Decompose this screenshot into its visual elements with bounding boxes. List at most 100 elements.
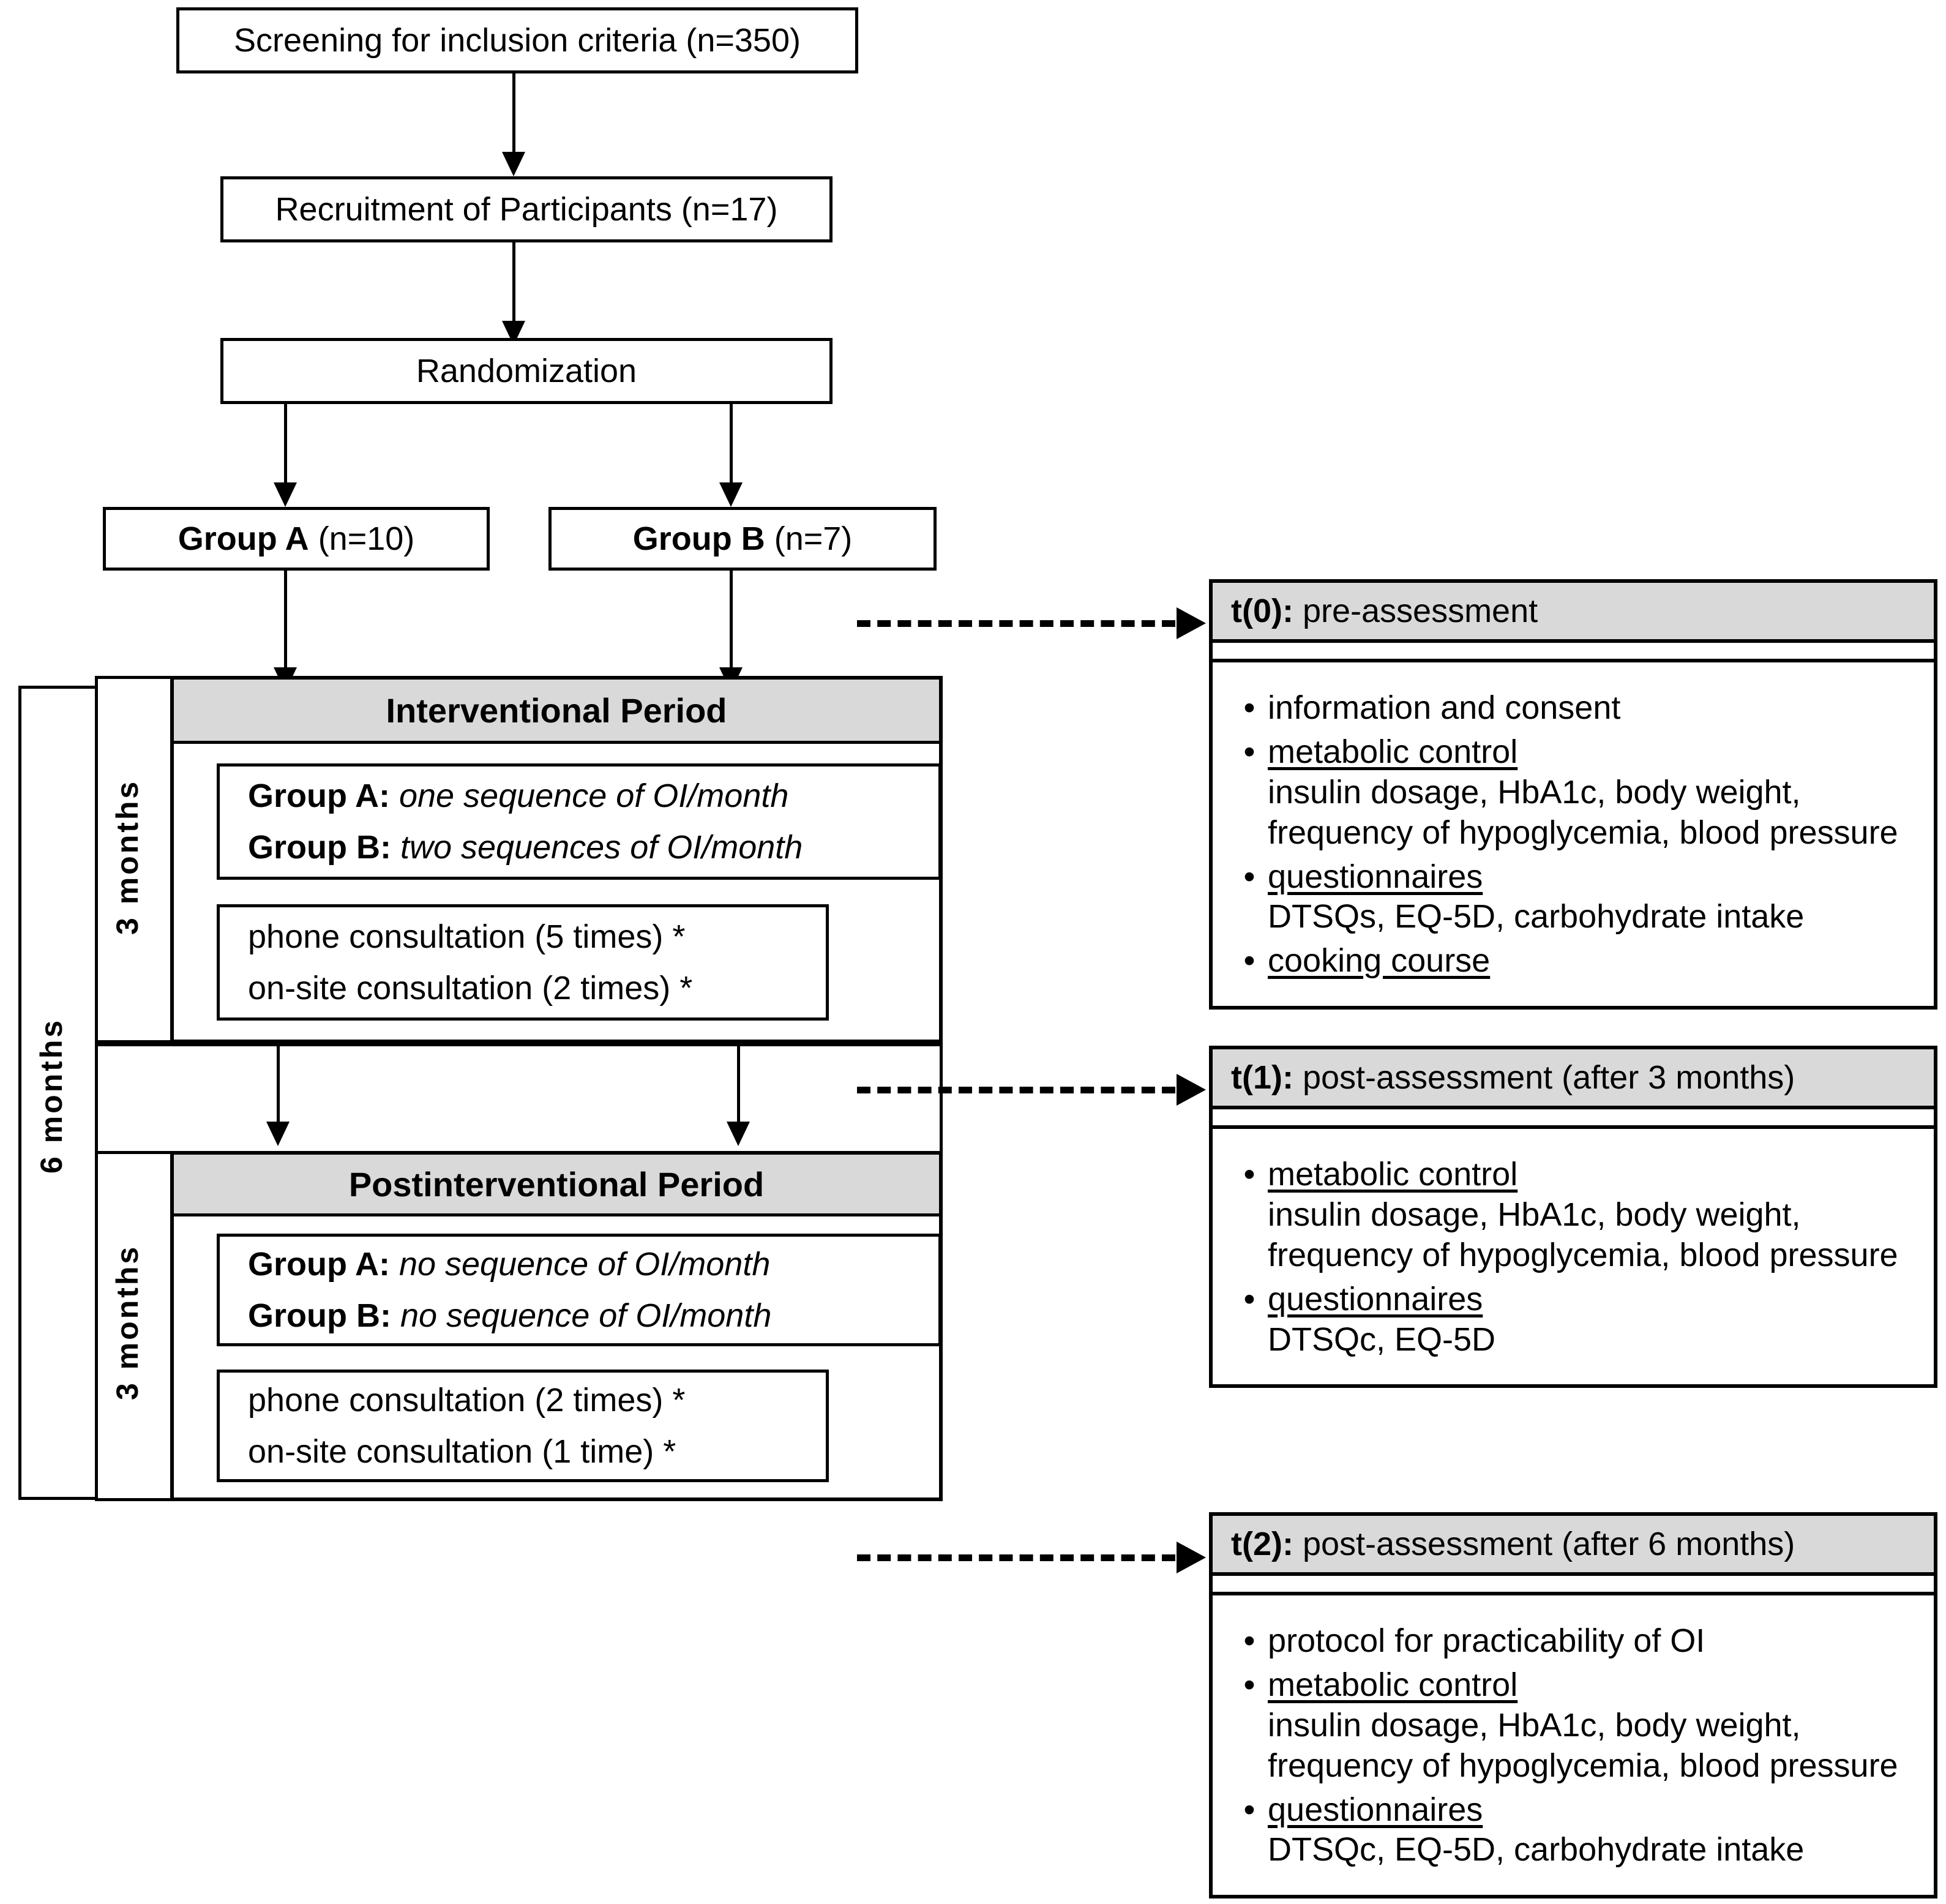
- assessment-header-t0: t(0): pre-assessment: [1209, 579, 1937, 643]
- assessment-item-detail: insulin dosage, HbA1c, body weight,: [1268, 1706, 1801, 1744]
- assessment-item-label: questionnaires DTSQc, EQ-5D: [1268, 1280, 1496, 1358]
- dashed-line: [857, 1554, 1175, 1561]
- postinterventional-group-b-line: Group B: no sequence of OI/month: [248, 1297, 772, 1334]
- connector-group-b-to-interventional: [730, 571, 733, 675]
- dashed-line: [857, 620, 1175, 627]
- list-item: • protocol for practicability of OI: [1231, 1621, 1915, 1662]
- assessment-item-detail: DTSQc, EQ-5D: [1268, 1321, 1496, 1358]
- arrow-down-icon: [274, 482, 297, 507]
- assessment-item-label: questionnaires DTSQs, EQ-5D, carbohydrat…: [1268, 858, 1805, 935]
- arrow-down-icon: [719, 482, 743, 507]
- bullet-icon: •: [1243, 1156, 1256, 1193]
- arrow-down-icon: [727, 1122, 750, 1146]
- list-item: • questionnaires DTSQc, EQ-5D, carbohydr…: [1231, 1790, 1915, 1871]
- assessment-divider: [1213, 1576, 1934, 1595]
- connector-randomization-to-group-a: [284, 404, 287, 490]
- interventional-group-b-line: Group B: two sequences of OI/month: [248, 829, 803, 866]
- arrow-down-icon: [502, 152, 525, 176]
- interventional-group-a-line: Group A: one sequence of OI/month: [248, 778, 789, 814]
- group-a-count: (n=10): [309, 520, 415, 557]
- connector-randomization-to-group-b: [730, 404, 733, 490]
- postinterventional-group-a-line: Group A: no sequence of OI/month: [248, 1246, 771, 1283]
- assessment-header-t2: t(2): post-assessment (after 6 months): [1209, 1512, 1937, 1576]
- assessment-title-t0: pre-assessment: [1293, 593, 1538, 629]
- connector-interventional-to-post-b: [737, 1044, 740, 1130]
- bullet-icon: •: [1243, 1791, 1256, 1828]
- group-b-count: (n=7): [765, 520, 853, 557]
- bullet-icon: •: [1243, 1666, 1256, 1703]
- group-a-label: Group A: [178, 520, 309, 557]
- assessment-body-t1: • metabolic control insulin dosage, HbA1…: [1209, 1109, 1937, 1389]
- assessment-body-t2: • protocol for practicability of OI • me…: [1209, 1576, 1937, 1899]
- screening-box: Screening for inclusion criteria (n=350): [176, 7, 858, 73]
- connector-interventional-to-post-a: [277, 1044, 280, 1130]
- assessment-item-detail: DTSQc, EQ-5D, carbohydrate intake: [1268, 1831, 1805, 1868]
- assessment-item-label: metabolic control insulin dosage, HbA1c,…: [1268, 1666, 1898, 1784]
- interventional-period-box: Interventional Period Group A: one seque…: [170, 676, 943, 1043]
- assessment-tag-t1: t(1):: [1231, 1059, 1293, 1096]
- assessment-panel-t1: t(1): post-assessment (after 3 months) •…: [1209, 1046, 1937, 1389]
- interventional-period-header: Interventional Period: [174, 680, 939, 744]
- dashed-arrow-right-icon: [1177, 1074, 1206, 1106]
- dashed-arrow-to-t1: [857, 1073, 1206, 1107]
- assessment-item-label: metabolic control insulin dosage, HbA1c,…: [1268, 733, 1898, 851]
- assessment-header-t1: t(1): post-assessment (after 3 months): [1209, 1046, 1937, 1109]
- assessment-items-t1: • metabolic control insulin dosage, HbA1…: [1213, 1129, 1934, 1384]
- assessment-items-t2: • protocol for practicability of OI • me…: [1213, 1595, 1934, 1895]
- assessment-items-t0: • information and consent • metabolic co…: [1213, 662, 1934, 1006]
- interventional-three-months-label: 3 months: [110, 779, 144, 935]
- interventional-phone-consultation: phone consultation (5 times) *: [248, 918, 686, 955]
- list-item: • cooking course: [1231, 941, 1915, 981]
- arrow-down-icon: [266, 1122, 290, 1146]
- group-b-box: Group B (n=7): [548, 507, 937, 571]
- group-b-label: Group B: [632, 520, 765, 557]
- interventional-group-regimen-box: Group A: one sequence of OI/month Group …: [217, 763, 941, 880]
- list-item: • metabolic control insulin dosage, HbA1…: [1231, 1155, 1915, 1276]
- dashed-line: [857, 1086, 1175, 1093]
- dashed-arrow-right-icon: [1177, 607, 1206, 639]
- assessment-item-detail: insulin dosage, HbA1c, body weight,: [1268, 1196, 1801, 1233]
- randomization-box: Randomization: [220, 338, 833, 404]
- postinterventional-consultation-box: phone consultation (2 times) * on-site c…: [217, 1370, 829, 1482]
- postinterventional-period-box: Postinterventional Period Group A: no se…: [170, 1151, 943, 1501]
- bullet-icon: •: [1243, 733, 1256, 770]
- assessment-item-label: metabolic control insulin dosage, HbA1c,…: [1268, 1156, 1898, 1273]
- assessment-item-label: questionnaires DTSQc, EQ-5D, carbohydrat…: [1268, 1791, 1805, 1868]
- six-months-label: 6 months: [34, 1018, 69, 1174]
- connector-recruitment-to-randomization: [512, 242, 515, 328]
- bullet-icon: •: [1243, 689, 1256, 726]
- period-gap-top-rule: [95, 1043, 943, 1046]
- postinterventional-three-months-label: 3 months: [110, 1244, 144, 1401]
- dashed-arrow-to-t2: [857, 1540, 1206, 1575]
- postinterventional-period-header: Postinterventional Period: [174, 1155, 939, 1216]
- postinterventional-group-regimen-box: Group A: no sequence of OI/month Group B…: [217, 1234, 941, 1346]
- assessment-item-label: information and consent: [1268, 689, 1621, 726]
- recruitment-box: Recruitment of Participants (n=17): [220, 176, 833, 242]
- dashed-arrow-to-t0: [857, 606, 1206, 640]
- assessment-item-label: protocol for practicability of OI: [1268, 1622, 1705, 1659]
- bullet-icon: •: [1243, 942, 1256, 980]
- assessment-title-t2: post-assessment (after 6 months): [1293, 1526, 1795, 1562]
- postinterventional-phone-consultation: phone consultation (2 times) *: [248, 1382, 686, 1419]
- randomization-label: Randomization: [416, 352, 637, 389]
- assessment-divider: [1213, 643, 1934, 662]
- recruitment-label: Recruitment of Participants (n=17): [275, 190, 778, 228]
- interventional-onsite-consultation: on-site consultation (2 times) *: [248, 970, 693, 1006]
- list-item: • questionnaires DTSQc, EQ-5D: [1231, 1280, 1915, 1360]
- bullet-icon: •: [1243, 1622, 1256, 1659]
- bullet-icon: •: [1243, 1280, 1256, 1317]
- assessment-panel-t0: t(0): pre-assessment • information and c…: [1209, 579, 1937, 1010]
- assessment-item-label: cooking course: [1268, 942, 1491, 980]
- assessment-item-detail: frequency of hypoglycemia, blood pressur…: [1268, 1747, 1898, 1784]
- assessment-tag-t0: t(0):: [1231, 593, 1293, 629]
- assessment-body-t0: • information and consent • metabolic co…: [1209, 643, 1937, 1010]
- list-item: • information and consent: [1231, 688, 1915, 729]
- assessment-title-t1: post-assessment (after 3 months): [1293, 1059, 1795, 1096]
- interventional-period-title: Interventional Period: [386, 691, 727, 730]
- period-gap-frame: [95, 1043, 943, 1151]
- list-item: • metabolic control insulin dosage, HbA1…: [1231, 732, 1915, 853]
- assessment-item-detail: frequency of hypoglycemia, blood pressur…: [1268, 1236, 1898, 1273]
- interventional-consultation-box: phone consultation (5 times) * on-site c…: [217, 904, 829, 1021]
- postinterventional-period-title: Postinterventional Period: [348, 1164, 765, 1204]
